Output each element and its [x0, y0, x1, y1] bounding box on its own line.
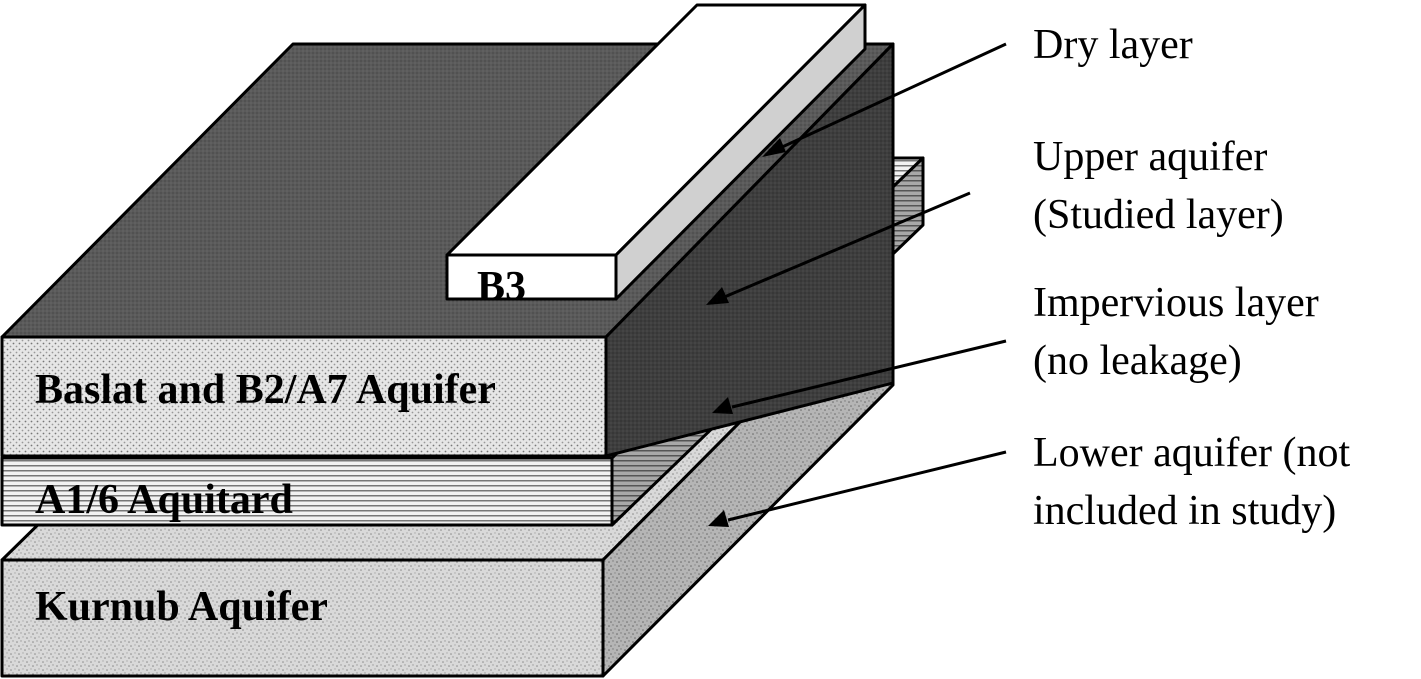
- arrow-impervious: [731, 339, 1007, 409]
- kurnub-label: Kurnub Aquifer: [35, 584, 328, 630]
- kurnub-front-face: [0, 558, 605, 678]
- callout-labels: Dry layer Upper aquifer (Studied layer) …: [1033, 22, 1351, 534]
- b3-dry-slab: B3: [445, 3, 867, 310]
- basalt-label: Baslat and B2/A7 Aquifer: [35, 367, 496, 413]
- arrow-dry-head: [762, 138, 786, 157]
- callout-dry: Dry layer: [1033, 22, 1193, 68]
- aquitard-label: A1/6 Aquitard: [35, 477, 293, 523]
- aquitard-front-face: [0, 456, 614, 527]
- callout-impervious-line2: (no leakage): [1033, 338, 1242, 384]
- arrow-dry: [779, 42, 1007, 150]
- arrow-lower-head: [708, 510, 729, 527]
- arrow-lower: [727, 450, 1007, 522]
- arrow-impervious-head: [712, 397, 733, 414]
- callout-arrows: [706, 42, 1007, 527]
- b3-label: B3: [477, 264, 526, 310]
- arrow-upper-head: [706, 287, 729, 305]
- callout-lower-line1: Lower aquifer (not: [1033, 430, 1351, 476]
- b3-front-face: [445, 253, 618, 301]
- arrow-upper: [721, 191, 971, 300]
- basalt-front-face: [0, 335, 608, 458]
- callout-upper-line2: (Studied layer): [1033, 192, 1284, 238]
- callout-lower-line2: included in study): [1033, 488, 1336, 534]
- callout-upper-line1: Upper aquifer: [1033, 134, 1267, 180]
- callout-impervious-line1: Impervious layer: [1033, 280, 1319, 326]
